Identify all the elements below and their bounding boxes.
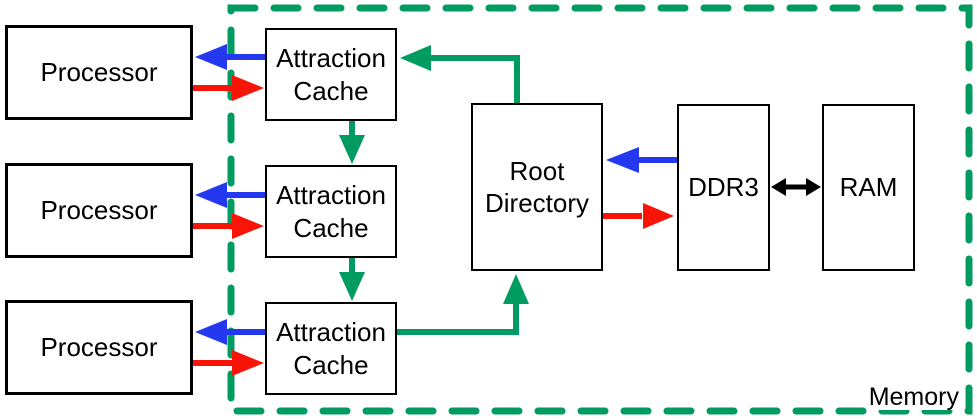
arrow-head — [806, 178, 821, 196]
arrow-head — [339, 135, 365, 164]
attraction-cache-2-label: Attraction Cache — [276, 180, 386, 243]
root-directory-box: Root Directory — [471, 103, 603, 271]
processor-1-box: Processor — [5, 25, 193, 120]
processor-3-label: Processor — [40, 332, 158, 363]
attraction-cache-1-box: Attraction Cache — [265, 28, 397, 121]
arrow-ddr3-to-root-directory — [606, 147, 677, 173]
arrow-cache3-to-processor3 — [195, 319, 265, 345]
arrow-head — [771, 178, 786, 196]
arrow-processor1-to-cache1 — [193, 75, 264, 101]
arrow-cache2-to-cache3 — [339, 257, 365, 301]
arrow-root-directory-to-cache1 — [400, 45, 520, 103]
arrow-cache1-to-cache2 — [339, 121, 365, 164]
arrow-head — [339, 272, 365, 301]
ram-label: RAM — [839, 172, 898, 203]
root-directory-label: Root Directory — [484, 155, 589, 219]
arrow-processor2-to-cache2 — [193, 213, 264, 239]
arrow-line — [430, 55, 520, 103]
ddr3-box: DDR3 — [677, 104, 770, 271]
arrow-root-directory-to-ddr3 — [603, 203, 674, 229]
arrow-head — [400, 45, 431, 71]
arrow-head — [232, 213, 264, 239]
arrow-head — [195, 44, 227, 70]
processor-2-box: Processor — [5, 163, 193, 258]
processor-3-box: Processor — [5, 300, 193, 395]
arrow-line — [397, 302, 519, 335]
ddr3-label: DDR3 — [688, 172, 759, 203]
arrow-head — [503, 274, 529, 304]
ram-box: RAM — [822, 104, 915, 271]
arrow-cache3-to-root-directory — [397, 274, 529, 335]
arrow-head — [232, 75, 264, 101]
arrow-head — [232, 350, 264, 376]
attraction-cache-1-label: Attraction Cache — [276, 43, 386, 106]
memory-boundary-dashed-border — [227, 4, 973, 415]
arrow-head — [606, 147, 639, 173]
memory-region-label: Memory — [865, 385, 962, 410]
arrow-processor3-to-cache3 — [193, 350, 264, 376]
arrow-cache1-to-processor1 — [195, 44, 265, 70]
arrow-ddr3-ram-bidirectional — [771, 178, 821, 196]
attraction-cache-2-box: Attraction Cache — [265, 165, 397, 258]
arrow-cache2-to-processor2 — [195, 182, 265, 208]
processor-1-label: Processor — [40, 57, 158, 88]
attraction-cache-3-label: Attraction Cache — [276, 317, 386, 380]
arrow-head — [643, 203, 674, 229]
attraction-cache-3-box: Attraction Cache — [265, 302, 397, 395]
arrow-head — [195, 319, 227, 345]
processor-2-label: Processor — [40, 195, 158, 226]
arrow-head — [195, 182, 227, 208]
